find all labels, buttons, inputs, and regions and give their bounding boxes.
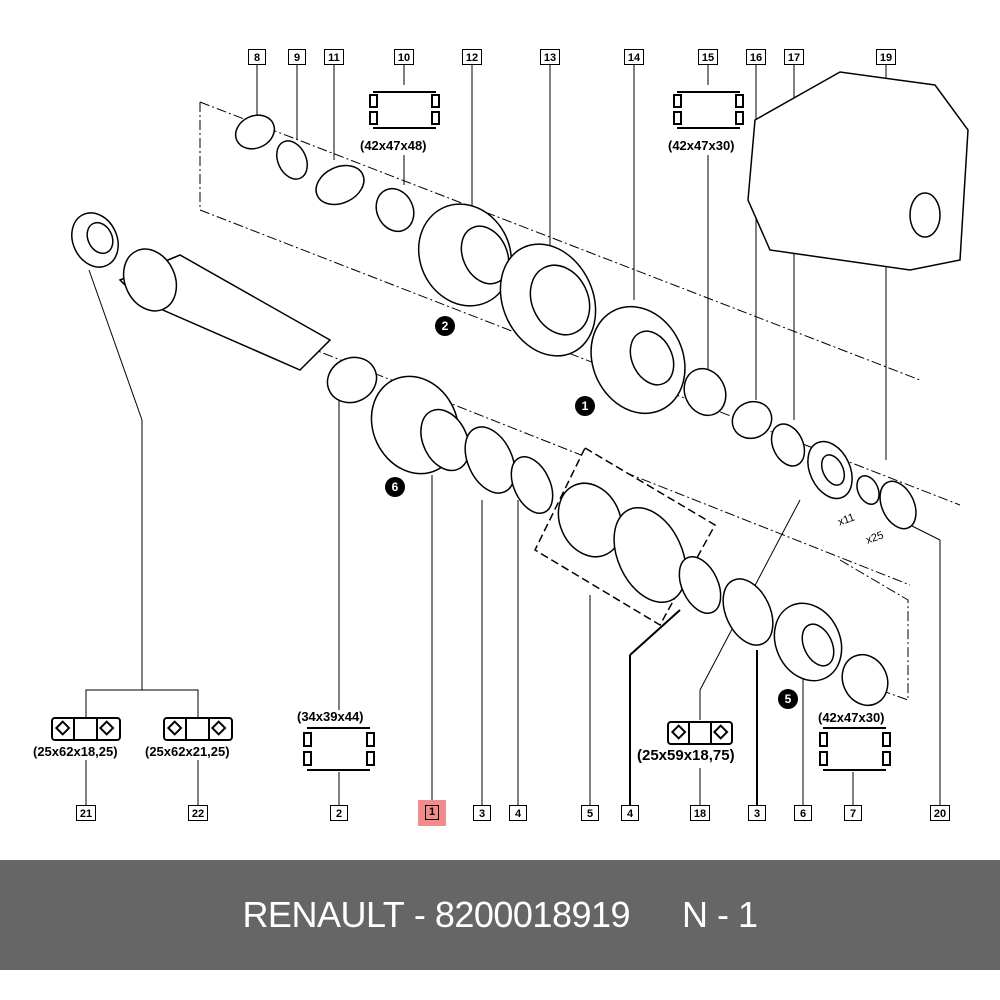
ball-bearing-symbols — [51, 717, 733, 745]
callout-1-highlighted[interactable]: 1 — [418, 800, 446, 826]
ball-bearing-18 — [807, 440, 853, 500]
parts — [71, 71, 969, 707]
position-badge-1: 1 — [575, 396, 595, 416]
callout-12[interactable]: 12 — [462, 49, 482, 65]
dimension-label-10: (42x47x48) — [360, 138, 427, 153]
synchro-ring-3b — [722, 578, 774, 646]
gear-12 — [417, 203, 513, 307]
separator: - — [413, 894, 426, 935]
assembly-outline-axis — [199, 101, 921, 381]
callout-8[interactable]: 8 — [248, 49, 266, 65]
synchro-assembly-5 — [534, 446, 717, 627]
callout-17[interactable]: 17 — [784, 49, 804, 65]
callout-4-second[interactable]: 4 — [621, 805, 639, 821]
needle-bearing-symbol-2 — [303, 727, 375, 771]
bush-11 — [315, 164, 365, 206]
callout-14[interactable]: 14 — [624, 49, 644, 65]
needle-bearing-symbol-10 — [369, 91, 440, 129]
dimension-label-7: (42x47x30) — [818, 710, 885, 725]
washer-17 — [770, 423, 806, 467]
callout-10[interactable]: 10 — [394, 49, 414, 65]
callout-4[interactable]: 4 — [509, 805, 527, 821]
callout-16[interactable]: 16 — [746, 49, 766, 65]
synchro-ring-3 — [464, 426, 516, 494]
dimension-label-2: (34x39x44) — [297, 709, 364, 724]
needle-bearing-15 — [683, 367, 727, 417]
part-number: 8200018919 — [434, 894, 631, 935]
ball-bearing-symbol-18 — [667, 721, 733, 745]
callout-21[interactable]: 21 — [76, 805, 96, 821]
callout-11[interactable]: 11 — [324, 49, 344, 65]
diagram-position: N - 1 — [682, 894, 758, 935]
callout-20[interactable]: 20 — [930, 805, 950, 821]
shim-20 — [879, 480, 917, 530]
spring-4 — [510, 456, 554, 514]
callout-2[interactable]: 2 — [330, 805, 348, 821]
callout-3-second[interactable]: 3 — [748, 805, 766, 821]
thrust-washer-9 — [276, 140, 308, 180]
callout-19[interactable]: 19 — [876, 49, 896, 65]
callout-18[interactable]: 18 — [690, 805, 710, 821]
circlip-19 — [856, 475, 880, 505]
part-info-banner: RENAULT - 8200018919 N - 1 — [0, 860, 1000, 970]
gear-6 — [773, 602, 843, 682]
callout-7[interactable]: 7 — [844, 805, 862, 821]
needle-bearing-symbol-15 — [673, 91, 744, 129]
callout-9[interactable]: 9 — [288, 49, 306, 65]
callout-5[interactable]: 5 — [581, 805, 599, 821]
ball-bearing-21-22 — [71, 212, 119, 268]
dimension-label-18: (25x59x18,75) — [637, 747, 735, 764]
callout-6[interactable]: 6 — [794, 805, 812, 821]
exploded-gearbox-diagram: 8 9 11 10 12 13 14 15 16 17 19 (42x47x48… — [33, 49, 969, 826]
position-badge-2: 2 — [435, 316, 455, 336]
diagram-drawing — [51, 65, 969, 805]
dimension-label-15: (42x47x30) — [668, 138, 735, 153]
input-shaft — [118, 248, 332, 371]
synchro-hub-13 — [499, 243, 597, 357]
callout-22[interactable]: 22 — [188, 805, 208, 821]
dimension-label-22: (25x62x21,25) — [145, 744, 230, 759]
dimension-label-21: (25x62x18,25) — [33, 744, 118, 759]
position-badge-6: 6 — [385, 477, 405, 497]
bush-16 — [731, 400, 773, 440]
needle-bearing-symbol-7 — [819, 727, 891, 771]
needle-bearing-7 — [841, 653, 889, 707]
gear-1 — [370, 375, 470, 475]
gear-14 — [590, 305, 686, 415]
assembly-outline-right — [839, 559, 909, 701]
brand-name: RENAULT — [242, 894, 405, 935]
needle-bearing-10 — [375, 187, 415, 233]
spring-4b — [678, 556, 722, 614]
position-badge-5: 5 — [778, 689, 798, 709]
bush-8 — [234, 114, 276, 150]
ball-bearing-symbol-21 — [51, 717, 121, 741]
needle-bearing-2 — [326, 356, 378, 404]
callout-1-label: 1 — [425, 805, 439, 820]
needle-bearing-symbols — [303, 91, 891, 771]
gearbox-housing — [747, 71, 969, 271]
callout-3[interactable]: 3 — [473, 805, 491, 821]
ball-bearing-symbol-22 — [163, 717, 233, 741]
callout-15[interactable]: 15 — [698, 49, 718, 65]
callout-13[interactable]: 13 — [540, 49, 560, 65]
